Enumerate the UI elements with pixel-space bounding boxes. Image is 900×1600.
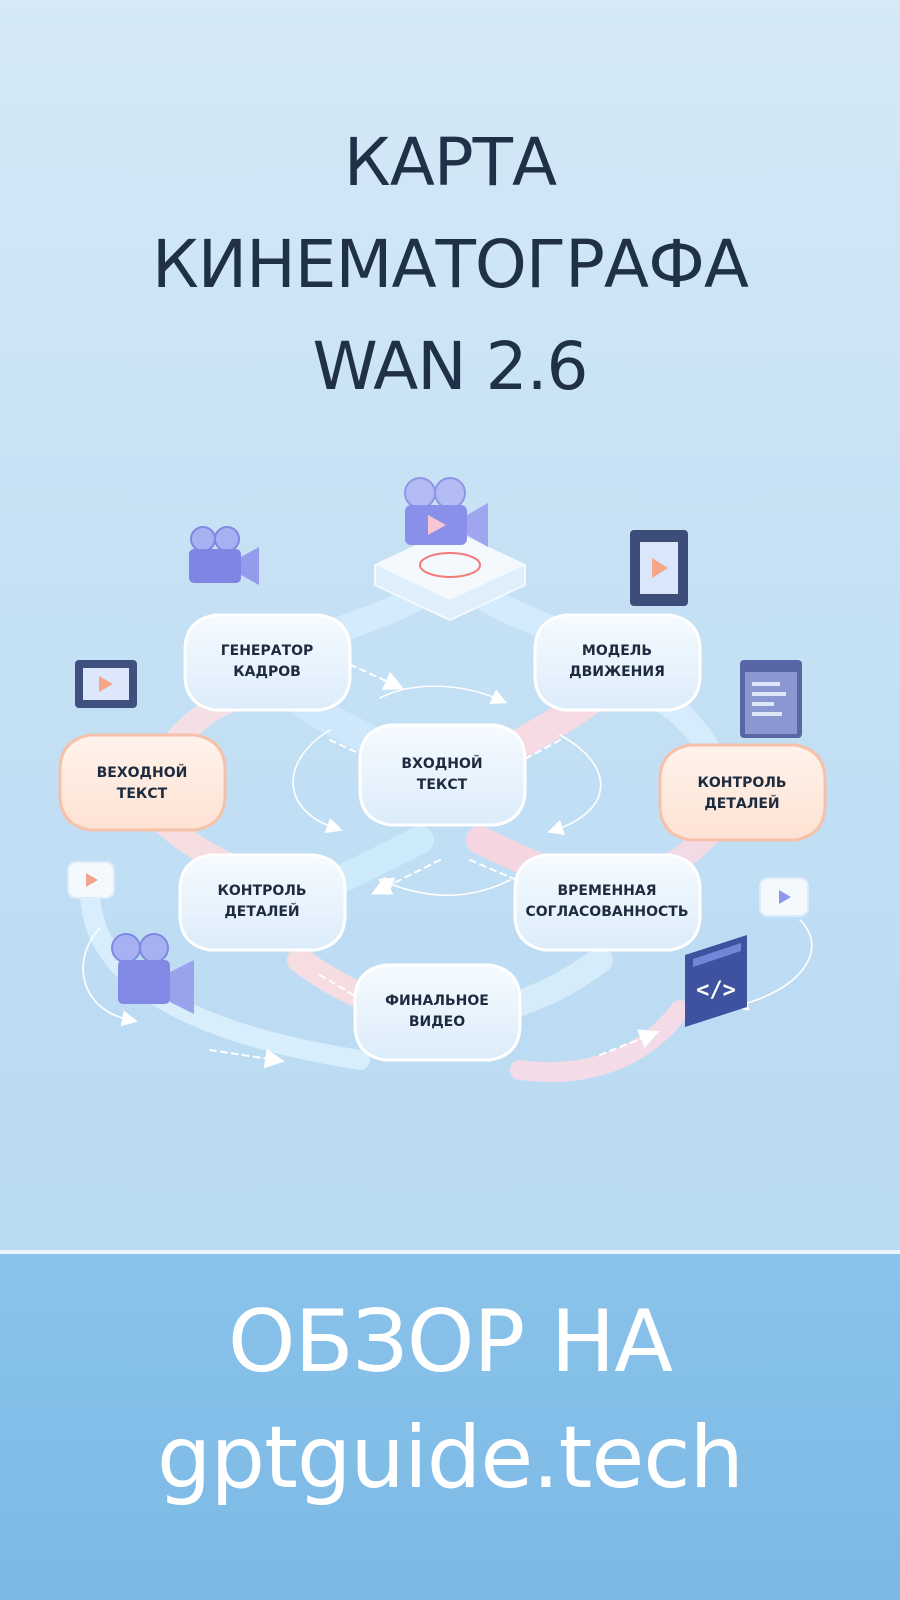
arrow-line-3 <box>496 739 561 775</box>
arrow-line-7 <box>209 1048 285 1069</box>
node-detail-control-right: КОНТРОЛЬ ДЕТАЛЕЙ <box>658 743 827 842</box>
play-button-icon <box>759 877 809 917</box>
movie-camera-icon <box>111 933 194 1014</box>
loop-arrow-top <box>379 685 508 705</box>
node-final-video-line2: ВИДЕО <box>409 1014 465 1030</box>
loop-arrow-left <box>292 729 343 834</box>
banner-line-1: ОБЗОР НА <box>227 1292 673 1392</box>
node-detail-control-right-line1: КОНТРОЛЬ <box>697 775 786 791</box>
node-temporal-consistency-line2: СОГЛАСОВАННОСТЬ <box>525 904 688 920</box>
node-input-text-center-line2: ТЕКСТ <box>417 777 468 793</box>
side-arrow-left <box>82 927 138 1027</box>
node-frame-generator-line2: КАДРОВ <box>233 664 301 680</box>
movie-camera-icon <box>404 477 488 547</box>
title-line-1: КАРТА <box>343 124 557 201</box>
svg-text:</>: </> <box>696 978 736 1003</box>
footer-banner: ОБЗОР НА gptguide.tech <box>0 1250 900 1600</box>
film-strip-icon <box>630 530 688 606</box>
code-brackets-icon: </> <box>685 935 747 1027</box>
node-detail-control-left: КОНТРОЛЬ ДЕТАЛЕЙ <box>178 853 347 952</box>
side-arrow-right <box>732 919 813 1011</box>
film-strip-icon <box>75 660 137 708</box>
node-detail-control-left-line1: КОНТРОЛЬ <box>217 883 306 899</box>
loop-arrow-right <box>547 734 602 836</box>
code-window-icon <box>740 660 802 738</box>
banner-line-2: gptguide.tech <box>156 1408 744 1508</box>
node-final-video: ФИНАЛЬНОЕ ВИДЕО <box>353 963 522 1062</box>
node-input-text-left-line1: ВЕХОДНОЙ <box>97 764 188 781</box>
title-line-2: КИНЕМАТОГРАФА <box>151 226 749 303</box>
node-motion-model-line1: МОДЕЛЬ <box>582 643 652 659</box>
page-title: КАРТА КИНЕМАТОГРАФА WAN 2.6 <box>0 112 900 418</box>
node-motion-model-line2: ДВИЖЕНИЯ <box>569 664 665 680</box>
banner-text: ОБЗОР НА gptguide.tech <box>0 1284 900 1516</box>
node-motion-model: МОДЕЛЬ ДВИЖЕНИЯ <box>533 613 702 712</box>
node-final-video-line1: ФИНАЛЬНОЕ <box>385 993 489 1009</box>
camera-platform <box>374 528 526 622</box>
node-detail-control-right-line2: ДЕТАЛЕЙ <box>704 795 779 812</box>
title-line-3: WAN 2.6 <box>312 328 588 405</box>
node-temporal-consistency-line1: ВРЕМЕННАЯ <box>557 883 656 899</box>
node-input-text-left-line2: ТЕКСТ <box>117 786 168 802</box>
play-button-icon <box>67 861 115 899</box>
node-frame-generator-line1: ГЕНЕРАТОР <box>221 643 314 659</box>
workflow-diagram: </> ГЕНЕРАТОР КАДРОВ МОДЕЛЬ ДВИЖЕНИЯ ВЕХ… <box>58 477 827 1082</box>
movie-camera-icon <box>189 526 259 585</box>
arrow-line-8 <box>599 1029 660 1056</box>
loop-arrow-bottom <box>377 877 511 897</box>
arrow-line-5 <box>469 859 550 896</box>
node-input-text-center: ВХОДНОЙ ТЕКСТ <box>358 723 527 827</box>
node-frame-generator: ГЕНЕРАТОР КАДРОВ <box>183 613 352 712</box>
node-input-text-left: ВЕХОДНОЙ ТЕКСТ <box>58 733 227 832</box>
node-temporal-consistency: ВРЕМЕННАЯ СОГЛАСОВАННОСТЬ <box>513 853 702 952</box>
node-detail-control-left-line2: ДЕТАЛЕЙ <box>224 903 299 920</box>
path-bottom-right <box>510 1000 690 1082</box>
node-input-text-center-line1: ВХОДНОЙ <box>401 755 482 772</box>
